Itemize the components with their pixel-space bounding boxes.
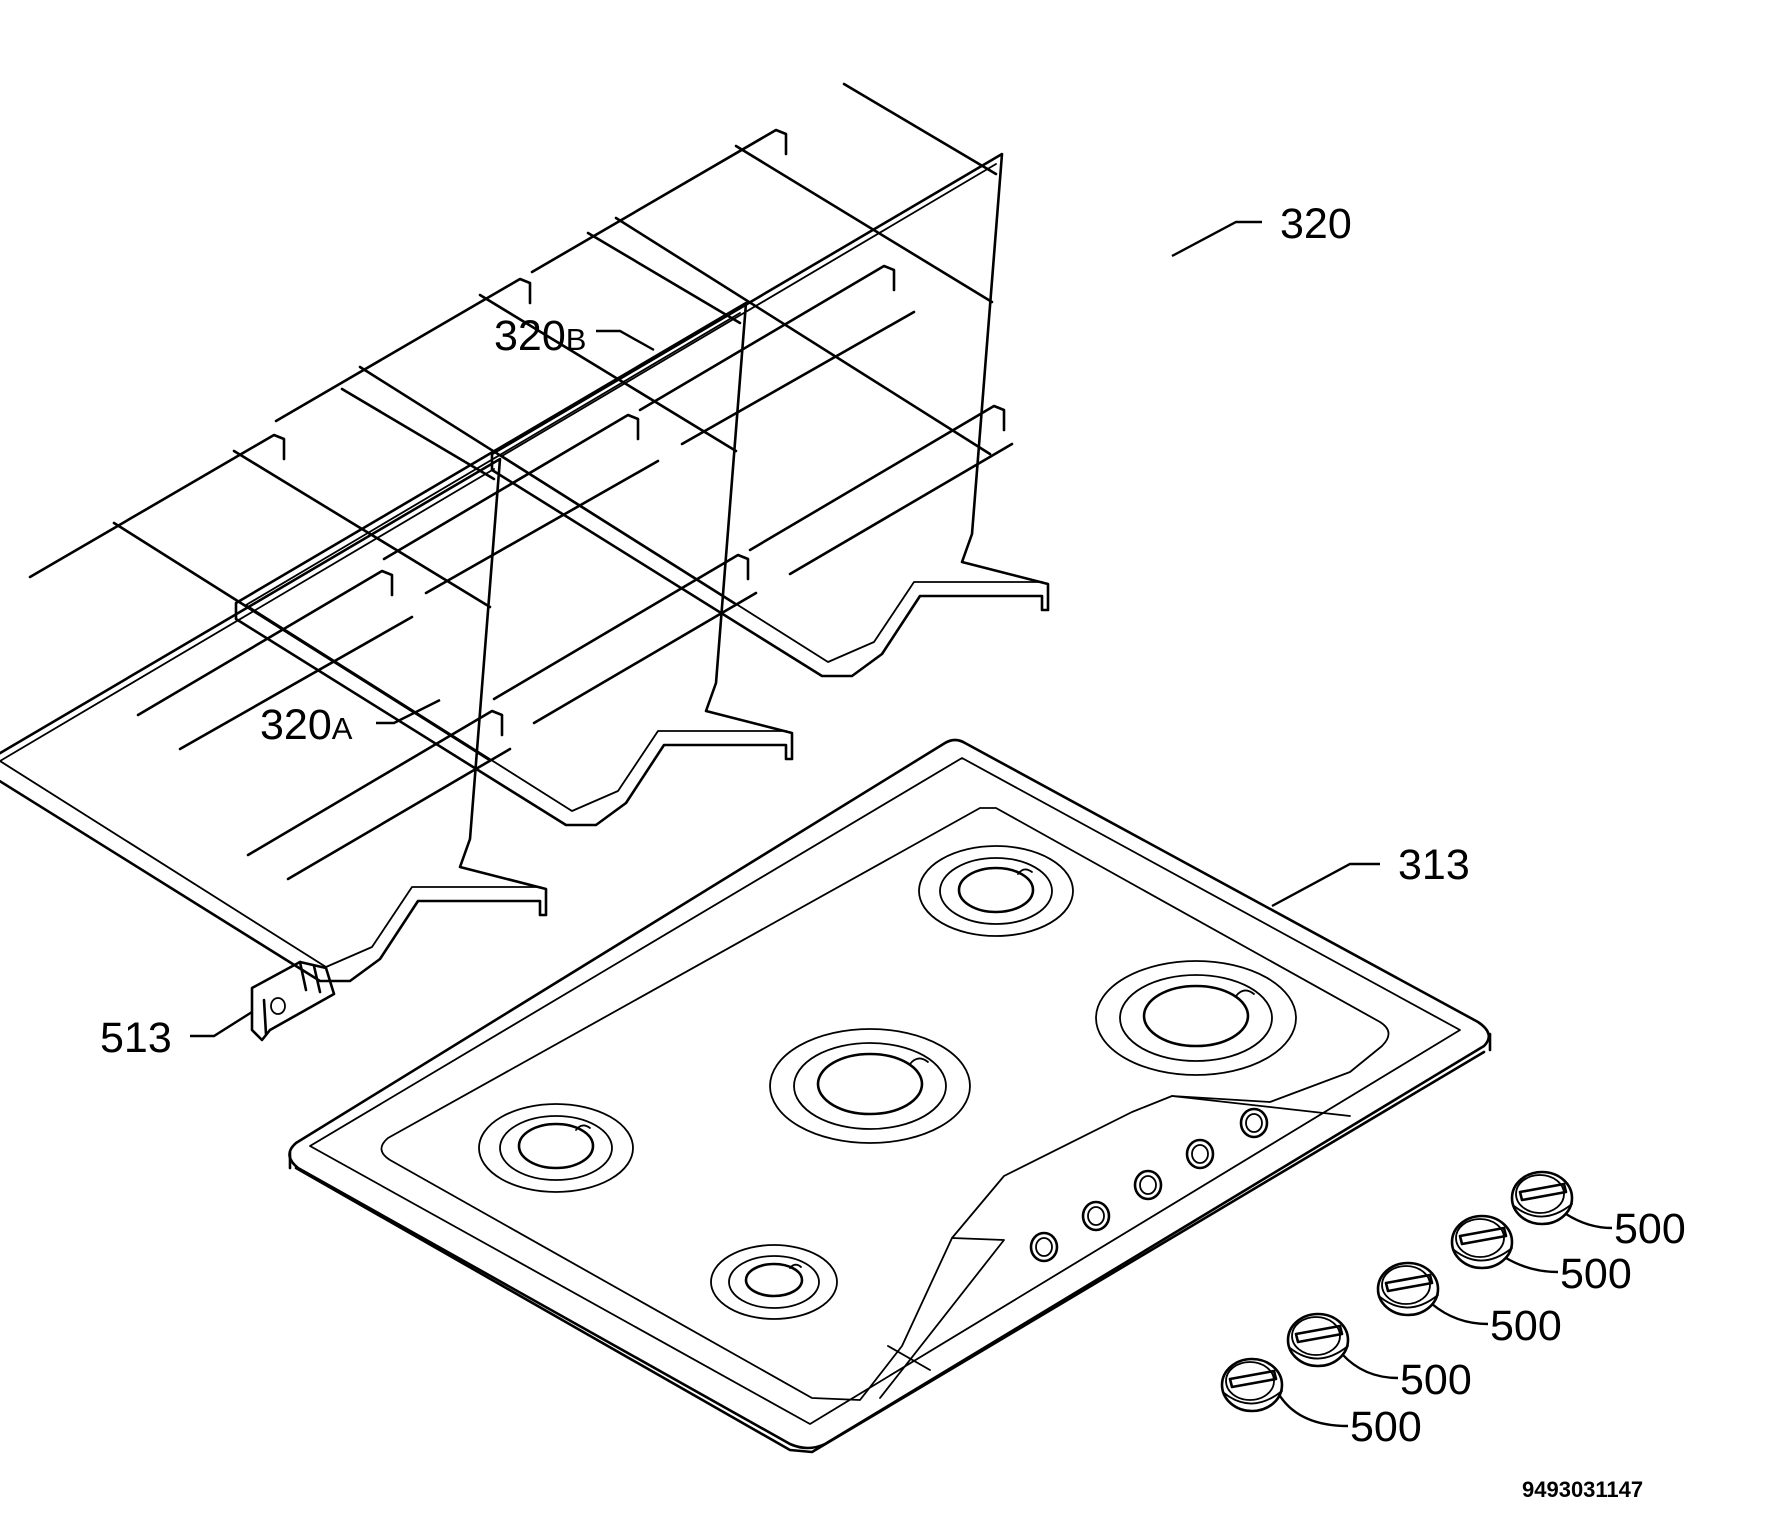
leader-320b: [596, 329, 655, 352]
leader-500-2: [1341, 1353, 1399, 1380]
burner-front-left: [710, 1244, 838, 1320]
label-320b: 320B: [494, 312, 586, 360]
burner-rear-left: [478, 1103, 634, 1193]
knob-500-1: [1220, 1357, 1284, 1413]
hob-top-313: [288, 738, 1492, 1454]
burner-front-right: [1095, 960, 1297, 1076]
label-500-5: 500: [1614, 1205, 1686, 1253]
leader-313: [1271, 862, 1380, 908]
leader-500-3: [1431, 1303, 1489, 1326]
label-500-3: 500: [1490, 1302, 1562, 1350]
leader-500-5: [1565, 1212, 1613, 1230]
label-500-2: 500: [1400, 1356, 1472, 1404]
label-320a-number: 320: [260, 701, 332, 749]
label-320b-suffix: B: [566, 322, 587, 357]
label-320a-suffix: A: [332, 711, 353, 746]
label-500-4: 500: [1560, 1250, 1632, 1298]
burner-center: [769, 1028, 971, 1144]
pan-support-320a: [0, 387, 548, 983]
knob-500-4: [1450, 1214, 1514, 1270]
burner-rear-right: [918, 845, 1074, 937]
leader-500-1: [1279, 1395, 1349, 1428]
leader-513: [190, 1010, 253, 1038]
label-320a: 320A: [260, 701, 353, 749]
knob-holes: [1029, 1107, 1269, 1263]
drawing-code: 9493031147: [1522, 1477, 1643, 1502]
leader-320a: [376, 698, 441, 725]
leader-500-4: [1505, 1256, 1559, 1274]
label-500-1: 500: [1350, 1403, 1422, 1451]
knob-500-2: [1286, 1312, 1350, 1368]
clip-513: [250, 960, 336, 1042]
label-313: 313: [1398, 841, 1470, 889]
pan-support-320: [490, 82, 1050, 678]
label-320: 320: [1280, 200, 1352, 248]
label-513: 513: [100, 1014, 172, 1062]
label-320b-number: 320: [494, 312, 566, 360]
knob-500-3: [1376, 1261, 1440, 1317]
knob-500-5: [1510, 1170, 1574, 1226]
leader-320: [1171, 220, 1262, 258]
